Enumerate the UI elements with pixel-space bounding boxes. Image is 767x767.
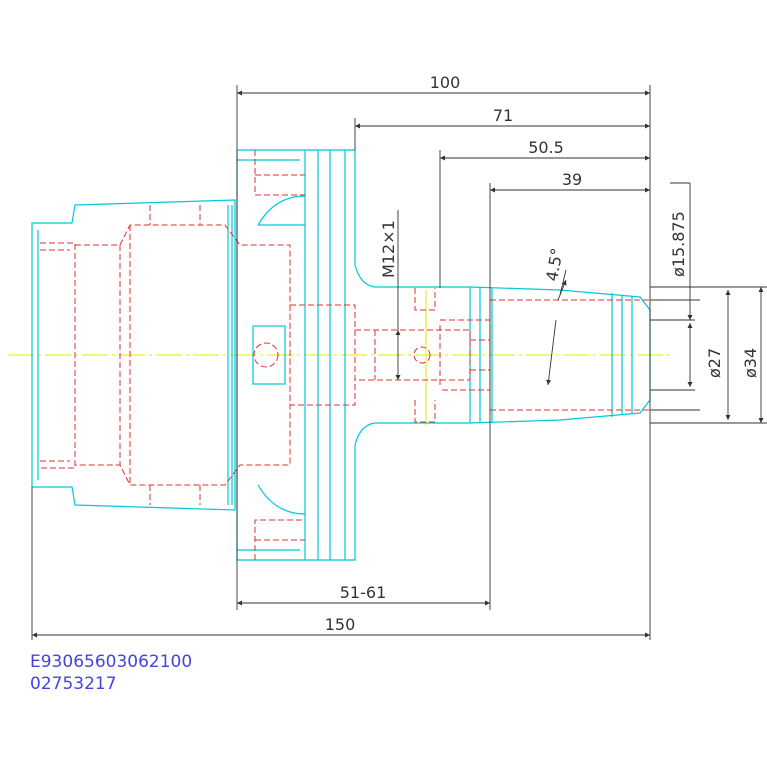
hidden-lines	[40, 150, 650, 560]
holder-outline	[31, 149, 651, 561]
article-code: E93065603062100	[30, 652, 193, 672]
dim-39: 39	[562, 170, 582, 189]
dim-angle: 4.5°	[542, 246, 567, 282]
dim-150: 150	[325, 615, 356, 634]
dim-71: 71	[493, 106, 513, 125]
centerline	[8, 290, 670, 425]
dim-50-5: 50.5	[528, 138, 564, 157]
dim-51-61: 51-61	[340, 583, 387, 602]
dim-thread: M12×1	[379, 220, 398, 278]
order-code: 02753217	[30, 674, 117, 694]
dim-dia27: ø27	[705, 348, 724, 378]
dimension-lines	[31, 85, 767, 640]
dim-100: 100	[430, 73, 461, 92]
dim-dia15: ø15.875	[669, 211, 688, 277]
dim-dia34: ø34	[741, 348, 760, 378]
part-codes: E93065603062100 02753217	[30, 651, 192, 695]
